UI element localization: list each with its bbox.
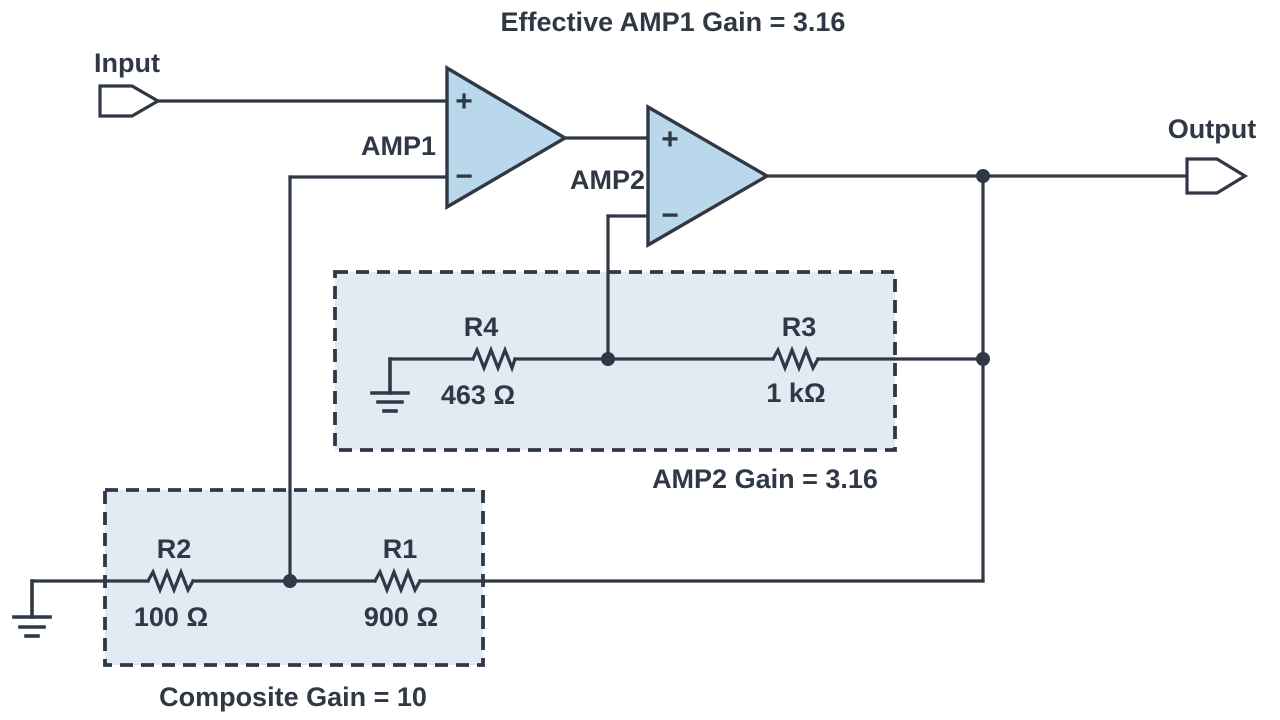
composite-gain-caption: Composite Gain = 10 <box>159 682 427 712</box>
amp1-plus-icon: + <box>455 85 473 118</box>
resistor-r2-name: R2 <box>157 534 192 564</box>
amp1-label: AMP1 <box>361 131 436 161</box>
junction-dot-output-node <box>976 169 990 183</box>
resistor-r3-value: 1 kΩ <box>766 378 825 408</box>
resistor-r1-symbol <box>372 567 423 595</box>
ground-icon-amp2-network <box>370 357 410 413</box>
resistor-r3-name: R3 <box>782 312 817 342</box>
junction-dot-composite-tap <box>283 574 297 588</box>
input-label: Input <box>94 48 160 78</box>
output-terminal-icon <box>1185 157 1249 195</box>
amp2-minus-icon: − <box>661 199 679 232</box>
resistor-r4-symbol <box>470 345 518 373</box>
resistor-r4-value: 463 Ω <box>441 380 515 410</box>
resistor-r2-value: 100 Ω <box>134 602 208 632</box>
resistor-r3-symbol <box>770 345 821 373</box>
resistor-r2-symbol <box>145 567 196 595</box>
resistor-r1-value: 900 Ω <box>364 602 438 632</box>
amp2-plus-icon: + <box>661 123 679 156</box>
resistor-r4-name: R4 <box>464 312 499 342</box>
amp2-gain-caption: AMP2 Gain = 3.16 <box>652 464 878 494</box>
amp2-label: AMP2 <box>570 165 645 195</box>
resistor-r1-name: R1 <box>383 534 418 564</box>
output-label: Output <box>1168 114 1256 144</box>
input-terminal-icon <box>98 84 162 118</box>
junction-dot-r3-output <box>976 352 990 366</box>
diagram-title: Effective AMP1 Gain = 3.16 <box>501 7 846 37</box>
amp2-opamp-triangle <box>646 104 771 248</box>
junction-dot-amp2-tap <box>601 352 615 366</box>
amp1-opamp-triangle <box>445 65 569 210</box>
ground-icon-composite-network <box>12 579 52 638</box>
amp1-minus-icon: − <box>455 160 473 193</box>
